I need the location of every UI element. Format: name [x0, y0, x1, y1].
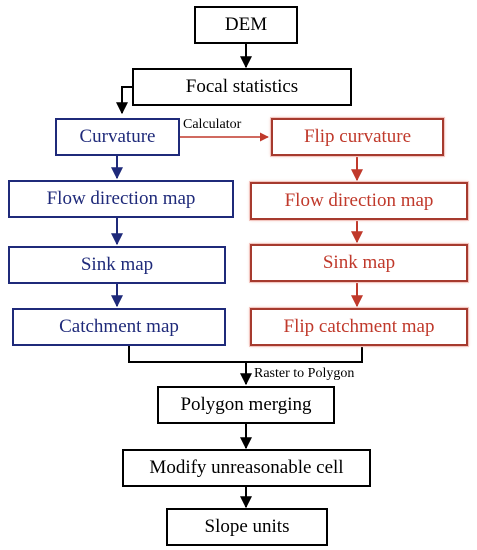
node-sink-right: Sink map [250, 244, 468, 282]
node-focal-statistics: Focal statistics [132, 68, 352, 106]
node-catchment-left: Catchment map [12, 308, 226, 346]
node-polygon-merging: Polygon merging [157, 386, 335, 424]
node-dem: DEM [194, 6, 298, 44]
node-flow-direction-right: Flow direction map [250, 182, 468, 220]
merge-bracket [128, 344, 363, 363]
node-slope-units: Slope units [166, 508, 328, 546]
node-catchment-right: Flip catchment map [250, 308, 468, 346]
edge-focal-curvature [116, 86, 132, 115]
node-flow-direction-left: Flow direction map [8, 180, 234, 218]
node-curvature: Curvature [55, 118, 180, 156]
label-calculator: Calculator [183, 117, 242, 133]
node-modify-unreasonable-cell: Modify unreasonable cell [122, 449, 371, 487]
label-raster-to-polygon: Raster to Polygon [254, 366, 355, 382]
node-sink-left: Sink map [8, 246, 226, 284]
node-flip-curvature: Flip curvature [271, 118, 444, 156]
